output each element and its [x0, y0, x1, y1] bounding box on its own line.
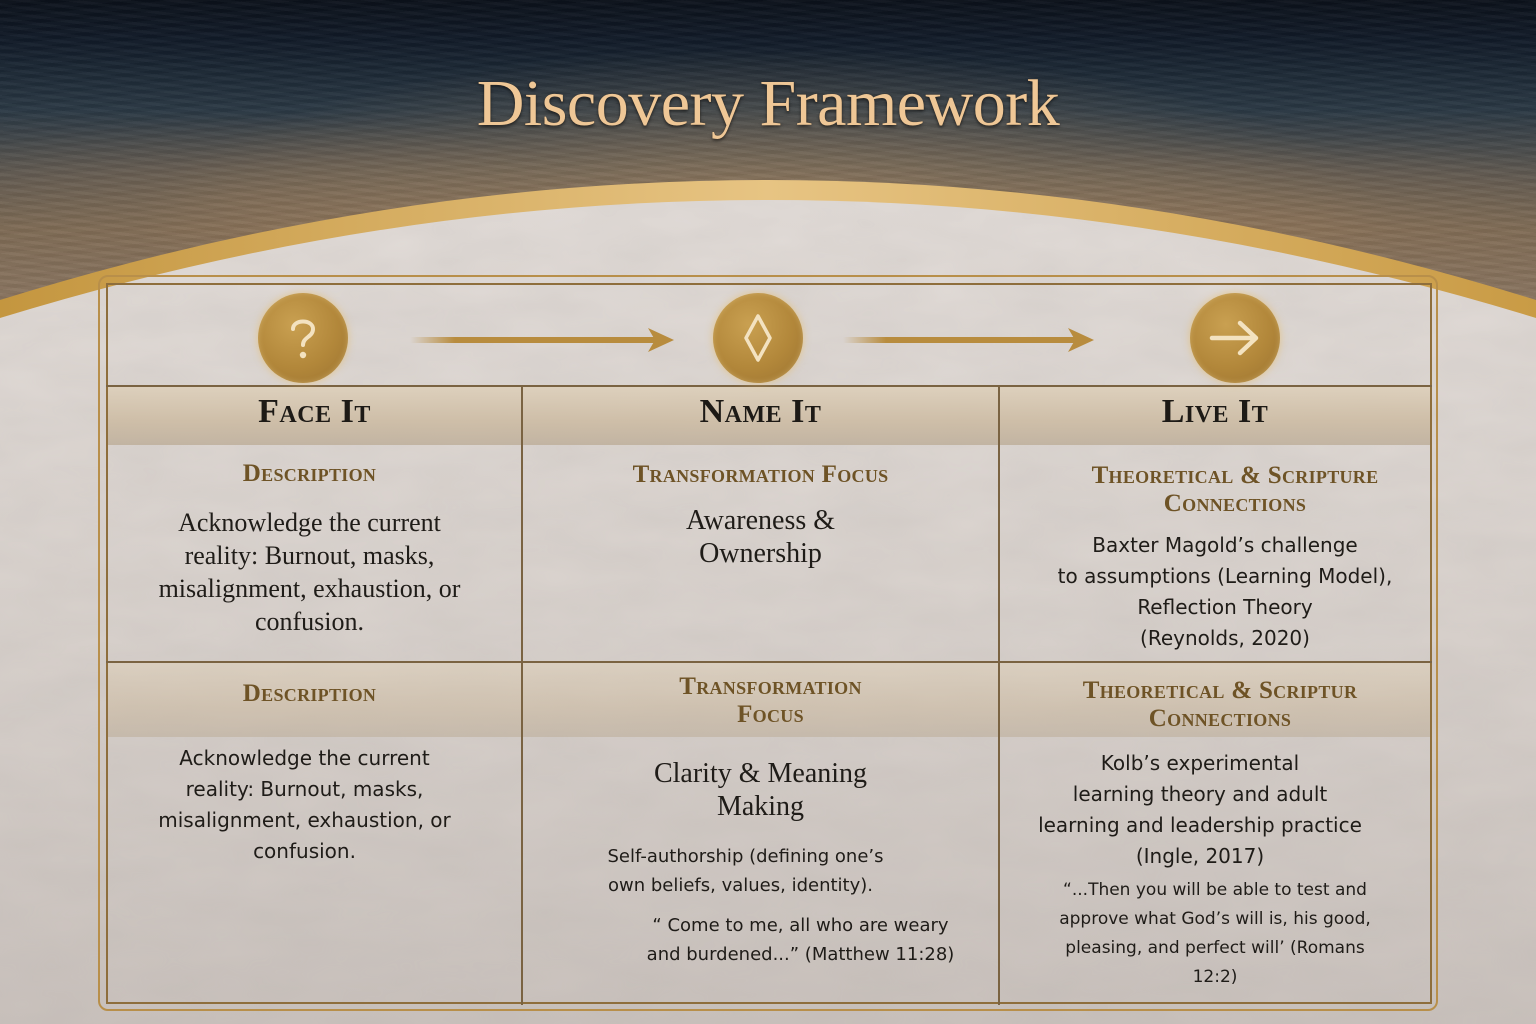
grid-line-col1 — [521, 385, 523, 1005]
column-heading-name-it: Name It — [699, 393, 822, 430]
cell-text: Clarity & Meaning Making — [653, 758, 868, 822]
cell-text: Awareness & Ownership — [685, 505, 836, 569]
arrow-head-icon — [1068, 328, 1094, 352]
scripture-quote: “...Then you will be able to test and ap… — [1059, 880, 1371, 987]
section-heading: Transformation Focus — [632, 461, 889, 488]
question-mark-icon — [258, 293, 348, 383]
scripture-quote: “ Come to me, all who are weary and burd… — [646, 915, 955, 965]
cell-detail-text: Self-authorship (defining one’s own beli… — [607, 846, 884, 896]
frame-outer-border — [98, 275, 1438, 1011]
cell-text: Acknowledge the current reality: Burnout… — [158, 746, 451, 863]
cell-text: Baxter Magold’s challenge to assumptions… — [1057, 533, 1393, 650]
grid-line-middle — [106, 661, 1432, 663]
section-heading: Transformation Focus — [679, 673, 862, 728]
grid-line-top — [106, 385, 1432, 387]
arrow-right-icon — [1190, 293, 1280, 383]
flow-arrow-2 — [843, 337, 1083, 343]
column-heading-band — [108, 386, 1430, 445]
section-heading: Theoretical & Scriptur Connections — [1082, 677, 1358, 732]
grid-line-col2 — [998, 385, 1000, 1005]
row2-section-band — [108, 663, 1430, 737]
frame-inner-border — [106, 283, 1432, 1004]
cell-text: Kolb’s experimental learning theory and … — [1038, 751, 1362, 868]
page-title: Discovery Framework — [476, 67, 1060, 140]
cell-text: Acknowledge the current reality: Burnout… — [158, 508, 461, 636]
flow-arrow-1 — [410, 337, 660, 343]
column-heading-live-it: Live It — [1161, 393, 1269, 430]
diamond-icon — [713, 293, 803, 383]
section-heading: Theoretical & Scripture Connections — [1091, 462, 1379, 517]
section-heading: Description — [242, 460, 377, 487]
arrow-head-icon — [648, 328, 674, 352]
column-heading-face-it: Face It — [258, 393, 371, 430]
section-heading: Description — [242, 680, 377, 707]
